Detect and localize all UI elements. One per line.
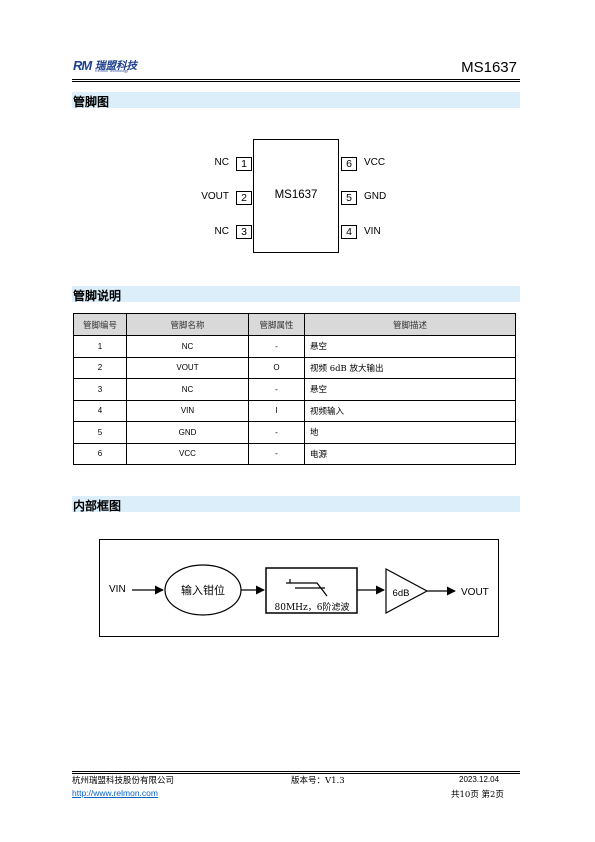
table-row: 6 VCC - 电源 <box>73 442 516 465</box>
cell-pin-number: 4 <box>73 399 127 422</box>
amplifier-gain-label: 6dB <box>393 588 410 599</box>
pin-3-name: NC <box>214 226 229 237</box>
cell-pin-number: 1 <box>73 335 127 358</box>
chip-label: MS1637 <box>274 189 318 201</box>
pin-table-header-row: 管脚编号 管脚名称 管脚属性 管脚描述 <box>73 313 516 336</box>
chip-body <box>253 139 339 253</box>
pin-2-box: 2 <box>236 191 252 205</box>
cell-pin-description: 悬空 <box>304 378 516 401</box>
cell-pin-attribute: I <box>248 399 305 422</box>
section-bar-block-diagram <box>72 496 520 512</box>
section-title-block-diagram: 内部框图 <box>73 499 122 513</box>
cell-pin-number: 6 <box>73 442 127 465</box>
section-title-pin-description: 管脚说明 <box>73 289 122 303</box>
cell-pin-attribute: - <box>248 442 305 465</box>
header-divider-thin <box>72 81 520 82</box>
cell-pin-name: NC <box>126 378 249 401</box>
cell-pin-name: VIN <box>126 399 249 422</box>
cell-pin-number: 3 <box>73 378 127 401</box>
footer-divider <box>72 771 520 772</box>
cell-pin-description: 电源 <box>304 442 516 465</box>
cell-pin-description: 视频 6dB 放大输出 <box>304 356 516 379</box>
pin-6-name: VCC <box>364 157 386 168</box>
input-clamp-label: 输入钳位 <box>181 583 225 597</box>
cell-pin-attribute: O <box>248 356 305 379</box>
document-title: MS1637 <box>461 59 517 76</box>
section-bar-pin-diagram <box>72 92 520 108</box>
section-bar-pin-description <box>72 286 520 302</box>
cell-pin-description: 悬空 <box>304 335 516 358</box>
pin-table: 管脚编号 管脚名称 管脚属性 管脚描述 1 NC - 悬空 2 VOUT O 视… <box>73 313 516 465</box>
header-divider <box>72 79 520 80</box>
footer-company: 杭州瑞盟科技股份有限公司 <box>72 776 175 786</box>
pin-5-name: GND <box>364 191 387 202</box>
cell-pin-attribute: - <box>248 421 305 444</box>
cell-pin-name: VCC <box>126 442 249 465</box>
header-pin-attribute: 管脚属性 <box>248 313 305 336</box>
filter-block <box>265 567 358 614</box>
logo-subtitle: Relmon Technology <box>95 69 129 73</box>
cell-pin-name: NC <box>126 335 249 358</box>
vout-label: VOUT <box>461 587 489 598</box>
footer-page-count: 共10页 第2页 <box>451 790 504 800</box>
pin-2-name: VOUT <box>201 191 229 202</box>
pin-4-name: VIN <box>364 226 381 237</box>
section-title-pin-diagram: 管脚图 <box>73 95 110 109</box>
logo-text: 瑞盟科技 <box>95 60 137 72</box>
pin-5-box: 5 <box>341 191 357 205</box>
table-row: 4 VIN I 视频输入 <box>73 399 516 422</box>
pin-1-box: 1 <box>236 157 252 171</box>
table-row: 2 VOUT O 视频 6dB 放大输出 <box>73 356 516 379</box>
company-logo: RM 瑞盟科技 Relmon Technology <box>73 58 139 74</box>
footer-divider-thin <box>72 773 520 774</box>
cell-pin-name: GND <box>126 421 249 444</box>
header-pin-name: 管脚名称 <box>126 313 249 336</box>
pin-4-box: 4 <box>341 225 357 239</box>
vin-label: VIN <box>109 584 126 595</box>
pin-1-name: NC <box>214 157 229 168</box>
block-diagram: VIN 输入钳位 80MHz，6阶滤波 6dB VOUT <box>109 564 489 616</box>
table-row: 5 GND - 地 <box>73 421 516 444</box>
cell-pin-number: 2 <box>73 356 127 379</box>
footer-date: 2023.12.04 <box>459 775 500 784</box>
header-pin-description: 管脚描述 <box>304 313 516 336</box>
lowpass-filter-icon <box>286 579 328 597</box>
cell-pin-description: 视频输入 <box>304 399 516 422</box>
cell-pin-name: VOUT <box>126 356 249 379</box>
footer-version: 版本号：V1.3 <box>291 776 345 786</box>
table-row: 1 NC - 悬空 <box>73 335 516 358</box>
pin-3-box: 3 <box>236 225 252 239</box>
table-row: 3 NC - 悬空 <box>73 378 516 401</box>
cell-pin-number: 5 <box>73 421 127 444</box>
cell-pin-attribute: - <box>248 378 305 401</box>
amplifier-triangle <box>385 567 429 615</box>
block-diagram-frame <box>99 539 499 637</box>
cell-pin-description: 地 <box>304 421 516 444</box>
filter-label: 80MHz，6阶滤波 <box>275 601 350 613</box>
header-pin-number: 管脚编号 <box>73 313 127 336</box>
cell-pin-attribute: - <box>248 335 305 358</box>
footer-website-link[interactable]: http://www.relmon.com <box>72 788 158 798</box>
pin-6-box: 6 <box>341 157 357 171</box>
logo-mark: RM <box>73 58 92 73</box>
